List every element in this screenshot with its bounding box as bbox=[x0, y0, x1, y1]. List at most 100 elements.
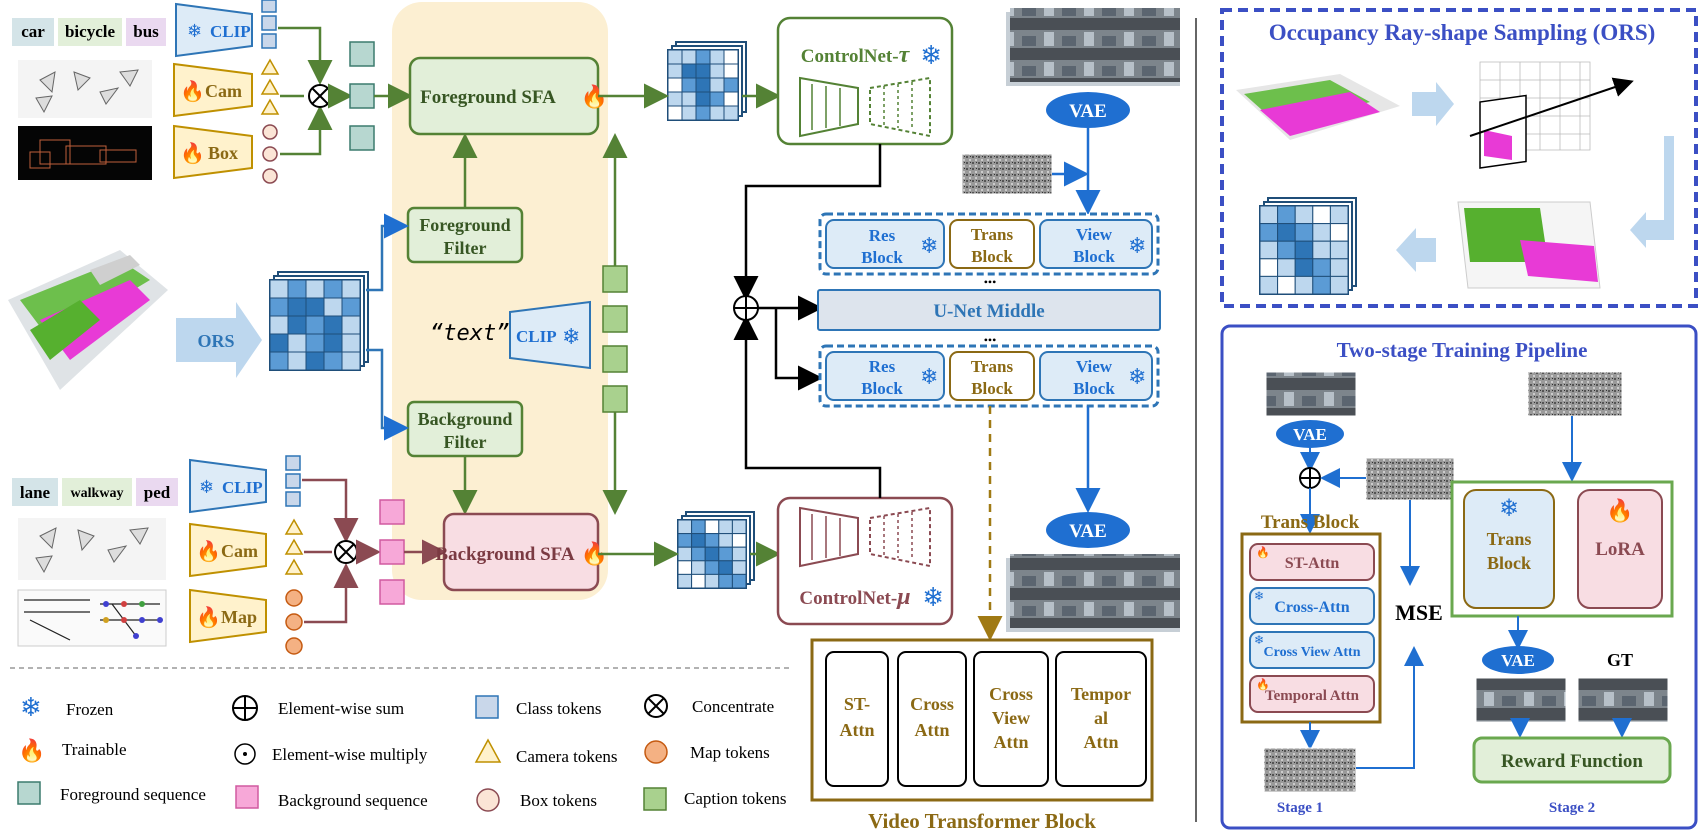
svg-text:U-Net Middle: U-Net Middle bbox=[933, 301, 1044, 322]
svg-text:“text”: “text” bbox=[430, 321, 509, 346]
grid-cell bbox=[691, 546, 706, 562]
camera-pose-icons-bottom bbox=[35, 527, 149, 574]
background-sequence-tokens bbox=[379, 499, 405, 605]
svg-text:Block: Block bbox=[1073, 379, 1115, 398]
grid-cell bbox=[1259, 258, 1279, 277]
grid-cell bbox=[1329, 223, 1349, 242]
svg-text:Foreground SFA: Foreground SFA bbox=[420, 87, 556, 108]
grid-cell bbox=[723, 105, 739, 121]
flame-icon: 🔥 bbox=[180, 141, 205, 165]
bg-class-words: lane walkway ped bbox=[12, 478, 178, 506]
snowflake-icon: ❄ bbox=[20, 693, 42, 722]
grid-cell bbox=[305, 333, 325, 353]
concat-op-bottom bbox=[334, 540, 358, 564]
svg-text:Reward Function: Reward Function bbox=[1501, 751, 1643, 772]
svg-text:ST-: ST- bbox=[844, 694, 870, 714]
grid-cell bbox=[677, 573, 693, 589]
noise-latent-stage2 bbox=[1527, 371, 1623, 417]
svg-text:❄: ❄ bbox=[1254, 633, 1264, 647]
grid-cell bbox=[709, 63, 725, 79]
svg-text:Concentrate: Concentrate bbox=[692, 697, 774, 716]
svg-text:Res: Res bbox=[869, 226, 896, 245]
ors-panel: Occupancy Ray-shape Sampling (ORS) bbox=[1220, 8, 1698, 308]
grid-cell bbox=[681, 91, 697, 107]
grid-cell bbox=[269, 279, 289, 299]
svg-text:Class tokens: Class tokens bbox=[516, 699, 601, 718]
grid-cell bbox=[709, 49, 725, 65]
grid-cell bbox=[305, 351, 325, 371]
grid-cell bbox=[1312, 275, 1331, 295]
svg-text:Video Transformer Block: Video Transformer Block bbox=[868, 809, 1096, 833]
svg-text:•••: ••• bbox=[984, 333, 997, 347]
svg-text:Attn: Attn bbox=[915, 720, 950, 740]
svg-text:Camera tokens: Camera tokens bbox=[516, 747, 618, 766]
grid-cell bbox=[731, 533, 747, 548]
svg-text:🔥: 🔥 bbox=[1256, 546, 1270, 559]
grid-cell bbox=[731, 546, 747, 562]
svg-text:car: car bbox=[21, 22, 45, 41]
grid-cell bbox=[1312, 240, 1331, 260]
svg-text:Stage 2: Stage 2 bbox=[1549, 800, 1595, 816]
svg-text:🔥: 🔥 bbox=[1256, 678, 1270, 691]
grid-cell bbox=[695, 91, 711, 107]
ors-panel-grid-cells bbox=[1259, 205, 1349, 295]
svg-text:CLIP: CLIP bbox=[210, 22, 251, 41]
unet-block-top: Res Block ❄ Trans Block View Block ❄ bbox=[818, 212, 1160, 276]
grid-cell bbox=[323, 333, 343, 353]
grid-cell bbox=[677, 519, 693, 535]
grid-cell bbox=[718, 519, 733, 535]
grid-cell bbox=[1259, 240, 1279, 260]
grid-cell bbox=[695, 105, 711, 121]
camera-pose-icons bbox=[35, 69, 139, 114]
svg-text:CLIP: CLIP bbox=[222, 478, 263, 497]
box-tokens-top bbox=[262, 124, 278, 184]
grid-cell bbox=[718, 533, 733, 548]
background-sfa: Background SFA 🔥 bbox=[435, 512, 608, 592]
grid-cell bbox=[305, 279, 325, 299]
grid-cell bbox=[695, 49, 711, 65]
grid-cell bbox=[731, 560, 747, 575]
flame-icon: 🔥 bbox=[196, 539, 221, 563]
grid-cell bbox=[305, 297, 325, 317]
svg-text:VAE: VAE bbox=[1501, 651, 1535, 670]
grid-cell bbox=[341, 297, 361, 317]
noise-latent bbox=[961, 153, 1053, 195]
box-encoder-top: 🔥 Box bbox=[173, 124, 253, 180]
snowflake-icon: ❄ bbox=[1128, 233, 1146, 258]
svg-text:Filter: Filter bbox=[444, 432, 487, 452]
trans-block-stage1: 🔥 ST-Attn ❄ Cross-Attn ❄ Cross View Attn… bbox=[1240, 532, 1382, 724]
svg-text:Res: Res bbox=[869, 357, 896, 376]
background-filter: Background Filter bbox=[406, 400, 524, 458]
svg-text:Block: Block bbox=[861, 248, 903, 267]
grid-cell bbox=[1294, 205, 1314, 225]
grid-cell bbox=[709, 91, 725, 107]
svg-text:Block: Block bbox=[1487, 553, 1531, 573]
svg-text:Trans Block: Trans Block bbox=[1261, 512, 1360, 533]
sum-op-stage1 bbox=[1299, 467, 1321, 489]
cam-encoder-top: 🔥 Cam bbox=[173, 62, 253, 118]
svg-text:ControlNet-τ: ControlNet-τ bbox=[801, 42, 911, 68]
grid-cell bbox=[323, 297, 343, 317]
vae-bottom: VAE bbox=[1046, 512, 1130, 548]
occupancy-map-image bbox=[8, 250, 168, 390]
unet-block-bottom: Res Block ❄ Trans Block View Block ❄ bbox=[818, 344, 1160, 408]
ors-arrow: ORS bbox=[176, 302, 262, 378]
grid-cell bbox=[1329, 240, 1349, 260]
grid-cell bbox=[1277, 275, 1296, 295]
bg-grid-cells bbox=[677, 519, 747, 589]
foreground-filter: Foreground Filter bbox=[406, 206, 524, 264]
map-tokens-bottom bbox=[285, 589, 303, 655]
camera-poses-image-bottom bbox=[18, 518, 166, 580]
snowflake-icon: ❄ bbox=[187, 21, 202, 41]
legend: ❄ Frozen 🔥 Trainable Foreground sequence… bbox=[17, 693, 786, 812]
grid-cell bbox=[704, 533, 720, 548]
grid-cell bbox=[691, 519, 706, 535]
svg-text:Cross View Attn: Cross View Attn bbox=[1264, 645, 1361, 660]
svg-text:al: al bbox=[1094, 708, 1108, 728]
grid-cell bbox=[1294, 275, 1314, 295]
vae-stage2: VAE bbox=[1482, 646, 1554, 674]
svg-text:Background sequence: Background sequence bbox=[278, 791, 428, 810]
class-tokens-top bbox=[261, 0, 277, 49]
predicted-noise-stage1 bbox=[1263, 747, 1357, 793]
grid-cell bbox=[1294, 240, 1314, 260]
